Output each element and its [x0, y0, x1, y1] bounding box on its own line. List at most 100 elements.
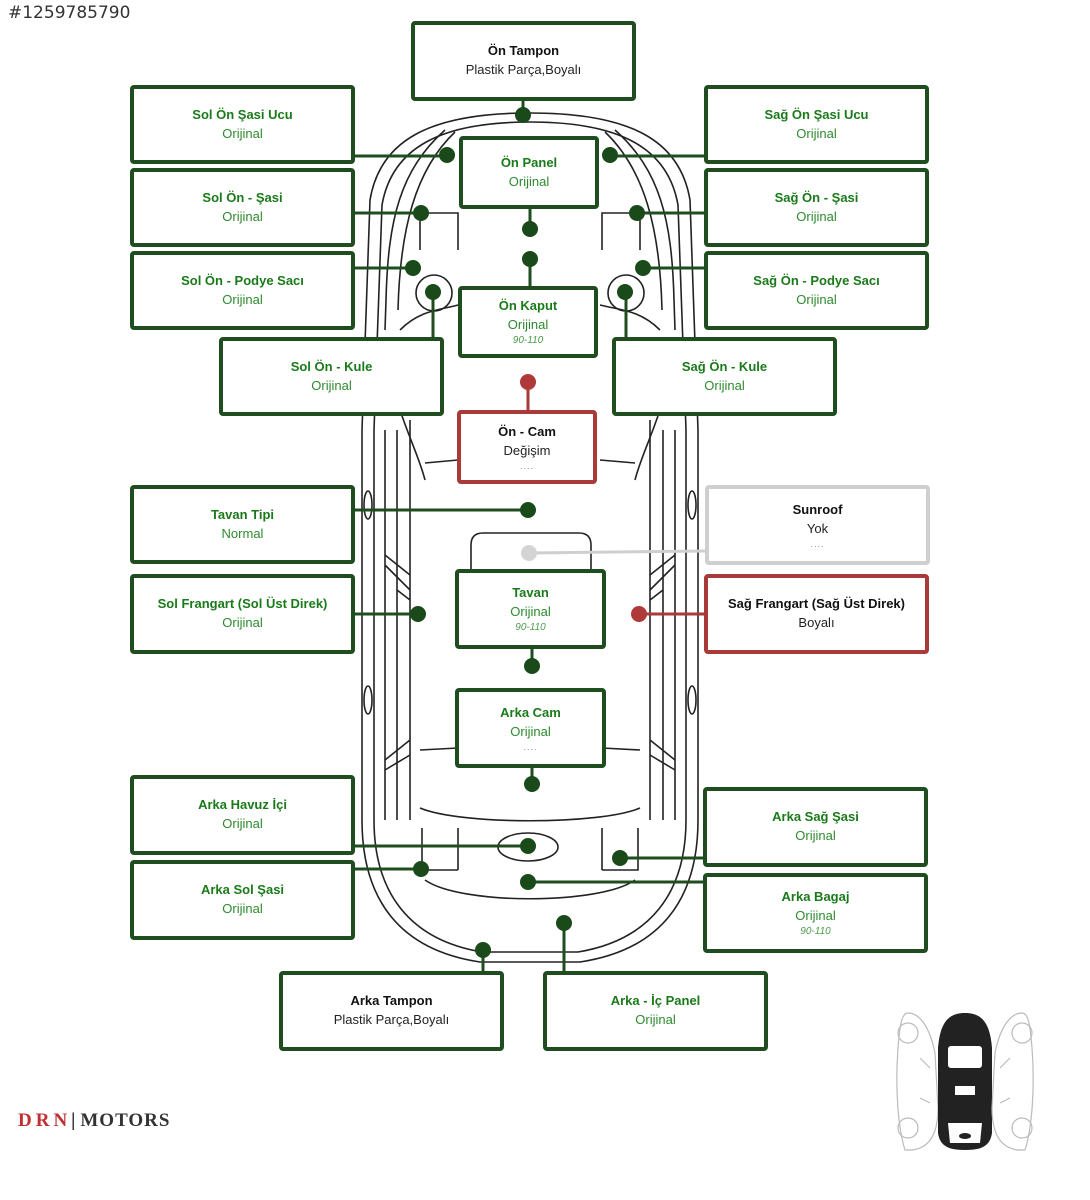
- marker-sol-on-sasi-ucu[interactable]: [439, 147, 455, 163]
- marker-sol-frangart[interactable]: [410, 606, 426, 622]
- part-status: Orijinal: [222, 291, 263, 307]
- part-sag-on-sasi-ucu[interactable]: Sağ Ön Şasi Ucu Orijinal: [704, 85, 929, 164]
- part-title: Arka - İç Panel: [610, 993, 701, 1008]
- marker-arka-bagaj[interactable]: [520, 874, 536, 890]
- part-status: Plastik Parça,Boyalı: [465, 62, 582, 77]
- part-status: Değişim: [503, 443, 551, 458]
- part-status: Orijinal: [311, 377, 352, 393]
- part-title: Sağ Ön - Podye Sacı: [753, 272, 880, 288]
- part-status: Orijinal: [796, 208, 837, 224]
- marker-sol-on-sasi[interactable]: [413, 205, 429, 221]
- part-arka-sol-sasi[interactable]: Arka Sol Şasi Orijinal: [130, 860, 355, 940]
- part-status: Orijinal: [508, 173, 550, 189]
- part-status: Orijinal: [222, 816, 263, 831]
- connector-sunroof: [528, 549, 707, 555]
- part-arka-havuz-ici[interactable]: Arka Havuz İçi Orijinal: [130, 775, 355, 855]
- part-arka-bagaj[interactable]: Arka Bagaj Orijinal 90-110: [703, 873, 928, 953]
- marker-on-panel[interactable]: [522, 221, 538, 237]
- part-title: Arka Sağ Şasi: [772, 809, 859, 824]
- part-title: Sol Ön - Kule: [290, 358, 373, 374]
- part-sol-on-kule[interactable]: Sol Ön - Kule Orijinal: [219, 337, 444, 416]
- part-on-cam[interactable]: Ön - Cam Değişim ....: [457, 410, 597, 484]
- part-title: Sol Frangart (Sol Üst Direk): [157, 596, 328, 611]
- part-title: Sağ Ön - Kule: [681, 358, 768, 374]
- part-status: Orijinal: [796, 291, 837, 307]
- part-status: Orijinal: [222, 615, 263, 630]
- marker-sag-frangart[interactable]: [631, 606, 647, 622]
- part-on-tampon[interactable]: Ön Tampon Plastik Parça,Boyalı: [411, 21, 636, 101]
- part-sag-on-podye[interactable]: Sağ Ön - Podye Sacı Orijinal: [704, 251, 929, 330]
- part-status: Orijinal: [795, 908, 836, 923]
- part-tavan-tipi[interactable]: Tavan Tipi Normal: [130, 485, 355, 564]
- part-title: Tavan: [512, 585, 549, 600]
- part-title: Arka Havuz İçi: [198, 797, 287, 812]
- brand-logo: DRN|MOTORS: [18, 1110, 170, 1132]
- part-sol-on-sasi[interactable]: Sol Ön - Şasi Orijinal: [130, 168, 355, 247]
- marker-tavan-tipi[interactable]: [520, 502, 536, 518]
- marker-sol-on-kule[interactable]: [425, 284, 441, 300]
- top-view-icon[interactable]: [938, 1013, 992, 1150]
- left-side-view-icon[interactable]: [896, 1012, 939, 1151]
- marker-arka-tampon[interactable]: [475, 942, 491, 958]
- part-arka-ic-panel[interactable]: Arka - İç Panel Orijinal: [543, 971, 768, 1051]
- marker-arka-havuz-ici[interactable]: [520, 838, 536, 854]
- brand-part2: MOTORS: [80, 1110, 171, 1131]
- part-status: Orijinal: [796, 125, 837, 141]
- part-title: Sunroof: [792, 502, 843, 517]
- right-side-view-icon[interactable]: [991, 1012, 1034, 1151]
- part-sag-on-kule[interactable]: Sağ Ön - Kule Orijinal: [612, 337, 837, 416]
- part-status: Orijinal: [222, 208, 263, 224]
- marker-arka-sag-sasi[interactable]: [612, 850, 628, 866]
- part-title: Sağ Ön - Şasi: [774, 189, 859, 205]
- part-status: Orijinal: [510, 724, 551, 739]
- part-sol-frangart[interactable]: Sol Frangart (Sol Üst Direk) Orijinal: [130, 574, 355, 654]
- brand-separator: |: [71, 1110, 77, 1131]
- part-status: Orijinal: [222, 125, 263, 141]
- part-title: Arka Tampon: [350, 993, 433, 1008]
- part-sol-on-sasi-ucu[interactable]: Sol Ön Şasi Ucu Orijinal: [130, 85, 355, 164]
- marker-arka-ic-panel[interactable]: [556, 915, 572, 931]
- part-sag-frangart[interactable]: Sağ Frangart (Sağ Üst Direk) Boyalı: [704, 574, 929, 654]
- part-title: Arka Bagaj: [781, 889, 850, 904]
- part-arka-cam[interactable]: Arka Cam Orijinal ....: [455, 688, 606, 768]
- part-arka-tampon[interactable]: Arka Tampon Plastik Parça,Boyalı: [279, 971, 504, 1051]
- connector-lines: [354, 100, 704, 972]
- part-tavan[interactable]: Tavan Orijinal 90-110: [455, 569, 606, 649]
- part-arka-sag-sasi[interactable]: Arka Sağ Şasi Orijinal: [703, 787, 928, 867]
- part-status: Orijinal: [507, 317, 549, 332]
- part-status: Normal: [221, 525, 264, 541]
- part-status: Orijinal: [222, 901, 263, 916]
- marker-on-tampon[interactable]: [515, 107, 531, 123]
- car-outline: [361, 112, 699, 963]
- marker-sol-on-podye[interactable]: [405, 260, 421, 276]
- marker-arka-sol-sasi[interactable]: [413, 861, 429, 877]
- marker-sag-on-kule[interactable]: [617, 284, 633, 300]
- brand-part1: DRN: [18, 1110, 72, 1131]
- part-status: Orijinal: [510, 604, 551, 619]
- part-sag-on-sasi[interactable]: Sağ Ön - Şasi Orijinal: [704, 168, 929, 247]
- part-status: Plastik Parça,Boyalı: [333, 1012, 450, 1027]
- part-title: Arka Cam: [500, 705, 561, 720]
- marker-sunroof[interactable]: [521, 545, 537, 561]
- listing-id: #1259785790: [8, 3, 131, 23]
- part-title: Sol Ön - Podye Sacı: [181, 272, 304, 288]
- view-selector[interactable]: [890, 1008, 1040, 1153]
- marker-sag-on-sasi[interactable]: [629, 205, 645, 221]
- part-note: ....: [523, 742, 538, 752]
- part-on-kaput[interactable]: Ön Kaput Orijinal 90-110: [458, 286, 598, 358]
- marker-tavan[interactable]: [524, 658, 540, 674]
- part-sunroof[interactable]: Sunroof Yok ....: [705, 485, 930, 565]
- marker-arka-cam[interactable]: [524, 776, 540, 792]
- marker-on-cam[interactable]: [520, 374, 536, 390]
- part-title: Sağ Frangart (Sağ Üst Direk): [728, 596, 905, 611]
- part-title: Tavan Tipi: [210, 506, 275, 522]
- part-status: Orijinal: [704, 377, 745, 393]
- marker-sag-on-podye[interactable]: [635, 260, 651, 276]
- part-status: Orijinal: [635, 1012, 676, 1027]
- part-on-panel[interactable]: Ön Panel Orijinal: [459, 136, 599, 209]
- part-title: Sol Ön Şasi Ucu: [192, 106, 293, 122]
- marker-on-kaput[interactable]: [522, 251, 538, 267]
- paint-thickness: 90-110: [512, 335, 544, 346]
- part-sol-on-podye[interactable]: Sol Ön - Podye Sacı Orijinal: [130, 251, 355, 330]
- marker-sag-on-sasi-ucu[interactable]: [602, 147, 618, 163]
